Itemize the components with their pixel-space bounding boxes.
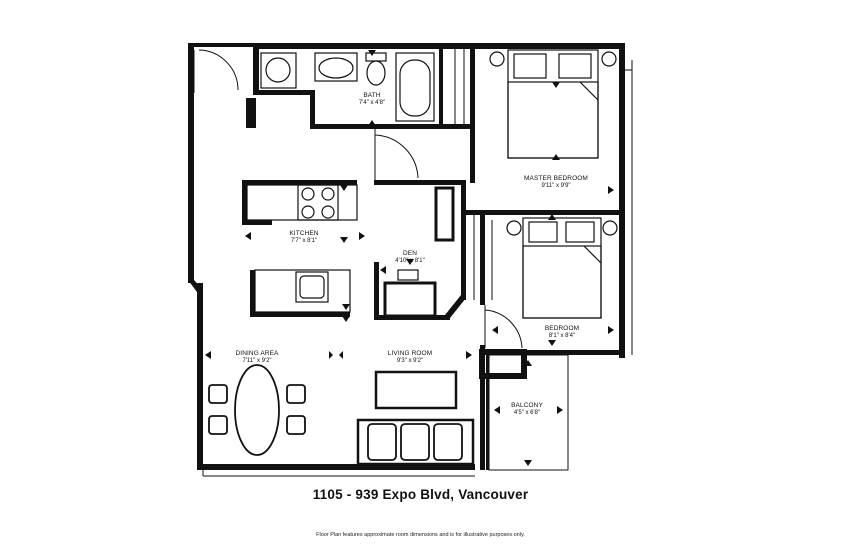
balcony-dims: 4'5" x 6'8" [514,410,540,416]
bathroom-fixtures [260,52,435,122]
bath-dims: 7'4" x 4'8" [359,100,385,106]
room-labels: BATH 7'4" x 4'8" MASTER BEDROOM 9'11" x … [236,92,588,416]
kitchen-fixtures [246,184,455,318]
walls [188,43,625,470]
bedroom-dims: 8'1" x 8'4" [549,333,575,339]
living-furniture [208,364,475,466]
thin-lines [193,49,633,477]
bath-label: BATH [363,92,380,99]
master-bedroom-dims: 9'11" x 9'9" [541,183,570,189]
den-label: DEN [403,250,417,257]
dining-area-label: DINING AREA [236,350,280,357]
balcony-label: BALCONY [511,402,543,409]
dimension-markers [205,50,614,466]
den-dims: 4'10" x 8'1" [395,258,425,264]
kitchen-label: KITCHEN [289,230,318,237]
bedroom-label: BEDROOM [545,325,579,332]
living-room-label: LIVING ROOM [388,350,432,357]
master-bedroom-label: MASTER BEDROOM [524,175,588,182]
address-title: 1105 - 939 Expo Blvd, Vancouver [312,487,529,502]
disclaimer-text: Floor Plan features approximate room dim… [316,532,525,538]
dining-area-dims: 7'11" x 9'2" [242,358,271,364]
kitchen-dims: 7'7" x 8'1" [291,238,317,244]
living-room-dims: 9'3" x 9'2" [397,358,423,364]
